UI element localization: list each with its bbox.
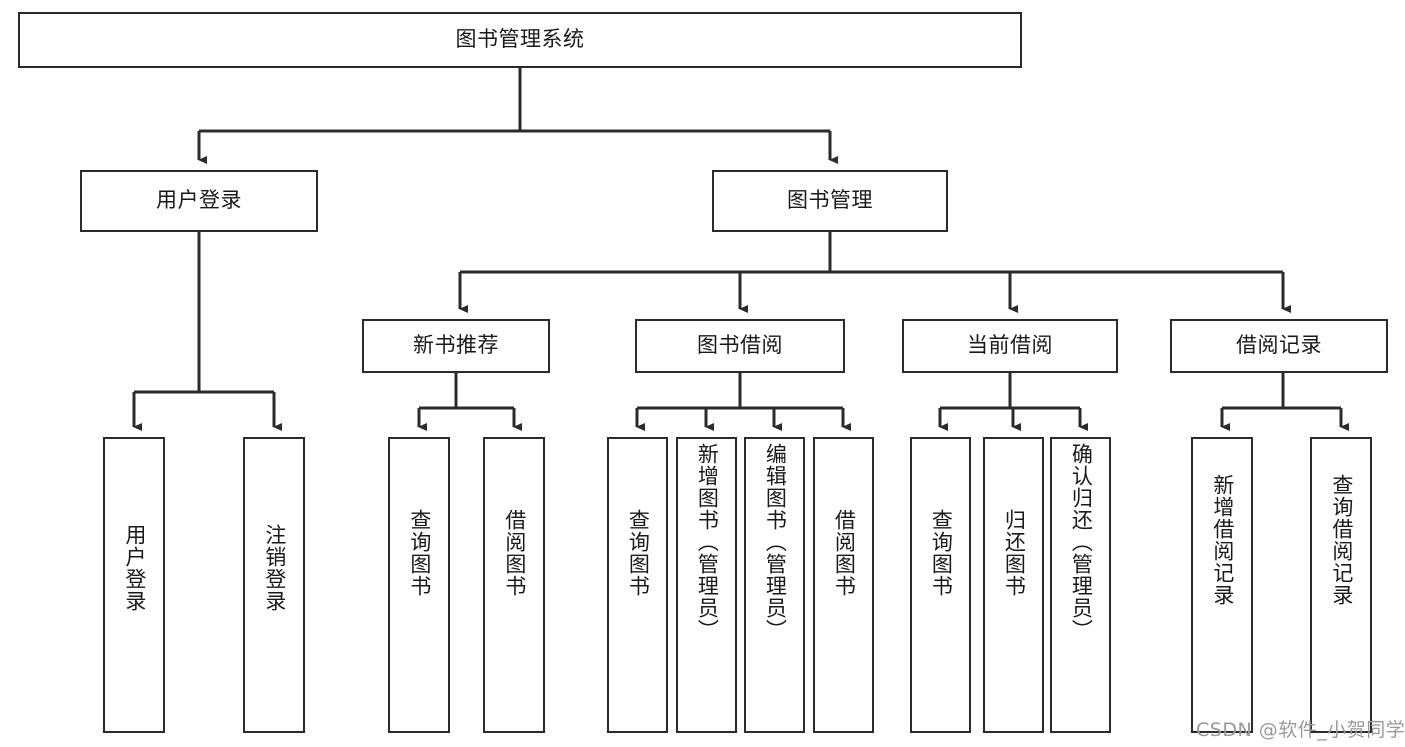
node-leaf-query-book-2[interactable]: 查询图书 [607,437,668,733]
csdn-watermark: CSDN @软件_小贺同学 [1196,719,1405,741]
node-leaf-query-book-2-label: 查询图书 [626,509,651,597]
node-leaf-borrow-book-1-label: 借阅图书 [502,509,527,597]
node-leaf-query-book-3-label: 查询图书 [929,509,954,597]
node-leaf-query-record-label: 查询借阅记录 [1329,474,1354,606]
node-leaf-borrow-book-2-label: 借阅图书 [832,509,857,597]
node-book-borrow[interactable]: 图书借阅 [635,319,845,373]
node-book-manage-label: 图书管理 [787,188,873,213]
node-leaf-borrow-book-1[interactable]: 借阅图书 [483,437,545,733]
node-leaf-borrow-book-2[interactable]: 借阅图书 [813,437,874,733]
node-current-borrow-label: 当前借阅 [967,333,1053,358]
node-leaf-confirm-return[interactable]: 确认归还（管理员） [1050,437,1111,733]
node-leaf-user-logout-label: 注销登录 [262,524,287,612]
node-borrow-record-label: 借阅记录 [1236,333,1322,358]
node-root[interactable]: 图书管理系统 [18,12,1022,68]
node-leaf-query-book-1-label: 查询图书 [407,509,432,597]
node-new-book-recommend[interactable]: 新书推荐 [362,319,550,373]
node-leaf-add-record[interactable]: 新增借阅记录 [1191,437,1253,733]
node-user-login[interactable]: 用户登录 [80,170,318,232]
node-leaf-confirm-return-label: 确认归还（管理员） [1069,443,1094,641]
node-book-manage[interactable]: 图书管理 [712,170,948,232]
node-leaf-edit-book-label: 编辑图书（管理员） [763,443,788,641]
tree-connectors [132,68,1349,431]
node-leaf-query-record[interactable]: 查询借阅记录 [1310,437,1372,733]
node-leaf-return-book-label: 归还图书 [1002,509,1027,597]
node-borrow-record[interactable]: 借阅记录 [1170,319,1388,373]
node-leaf-query-book-3[interactable]: 查询图书 [910,437,971,733]
node-new-book-recommend-label: 新书推荐 [413,333,499,358]
node-leaf-query-book-1[interactable]: 查询图书 [388,437,450,733]
node-leaf-edit-book[interactable]: 编辑图书（管理员） [744,437,805,733]
node-user-login-label: 用户登录 [156,188,242,213]
node-leaf-user-login-label: 用户登录 [122,524,147,612]
node-leaf-user-login[interactable]: 用户登录 [103,437,165,733]
node-leaf-user-logout[interactable]: 注销登录 [243,437,305,733]
node-leaf-add-record-label: 新增借阅记录 [1210,474,1235,606]
node-current-borrow[interactable]: 当前借阅 [902,319,1118,373]
node-book-borrow-label: 图书借阅 [697,333,783,358]
node-leaf-add-book[interactable]: 新增图书（管理员） [676,437,737,733]
node-leaf-return-book[interactable]: 归还图书 [983,437,1044,733]
node-leaf-add-book-label: 新增图书（管理员） [695,443,720,641]
node-root-label: 图书管理系统 [455,27,585,52]
